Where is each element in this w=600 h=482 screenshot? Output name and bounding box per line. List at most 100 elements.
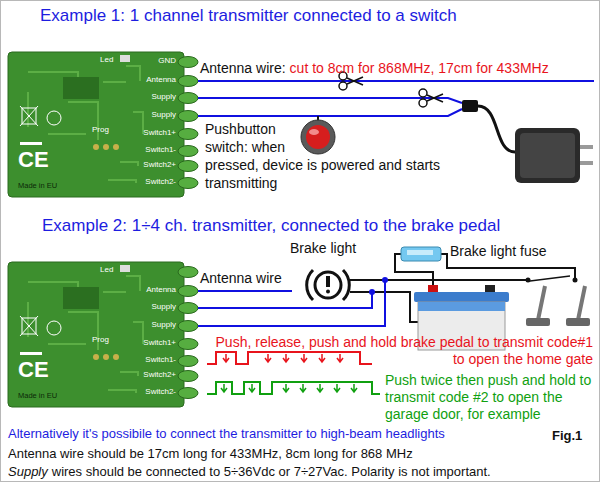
junction-dot	[369, 289, 375, 295]
antenna-wire	[198, 80, 594, 82]
pin-label: Supply	[152, 303, 176, 311]
pin-label: Switch2-	[145, 178, 176, 186]
press-arrows	[317, 384, 323, 392]
brake-light-symbol	[307, 270, 350, 300]
pin-label: Switch2-	[145, 388, 176, 396]
pcb-board	[63, 287, 99, 309]
press-arrows	[283, 354, 289, 362]
pcb-board	[8, 52, 198, 197]
minus-terminal	[485, 285, 495, 292]
pcb-board	[120, 372, 138, 376]
pcb-board	[20, 142, 42, 145]
pcb-board	[178, 388, 198, 399]
pcb-board	[178, 57, 198, 68]
component-label: Led	[100, 266, 113, 274]
press-arrows	[334, 384, 340, 392]
note-term: Supply	[8, 464, 48, 480]
switch-button	[306, 125, 330, 149]
part-label: Brake light fuse	[450, 243, 547, 260]
component-label: Prog	[92, 126, 109, 134]
pcb-board	[113, 144, 119, 150]
pedal-pad	[566, 318, 590, 326]
figure-caption: Fig.1	[552, 428, 582, 444]
supply-wire	[198, 280, 385, 326]
exclamation-dot	[326, 290, 330, 294]
pcb-board	[120, 55, 130, 62]
pcb-board	[178, 303, 198, 314]
switch-lever	[530, 276, 570, 281]
part-label: Brake light	[290, 240, 356, 257]
antenna-wire	[198, 290, 292, 292]
pin-label: Supply	[152, 111, 176, 119]
pcb-board	[178, 146, 198, 157]
plus-terminal	[428, 285, 438, 292]
wire-label: Antenna wire	[200, 270, 282, 287]
pcb-board	[133, 112, 143, 134]
pcb-board	[8, 262, 184, 407]
prong	[580, 161, 593, 165]
pcb-board	[27, 302, 29, 337]
press-arrows	[351, 384, 357, 392]
battery-lid	[414, 292, 509, 302]
fuse	[401, 247, 441, 261]
scissors-handle	[419, 99, 427, 107]
pin-label: Antenna	[146, 76, 176, 84]
pcb-board	[113, 354, 119, 360]
ce-mark: CE	[18, 149, 49, 171]
prong	[580, 145, 593, 149]
signal-waveform	[207, 382, 380, 394]
pin-label: GND	[158, 57, 176, 65]
pin-label: Switch2+	[143, 371, 176, 379]
scissors-handle	[339, 82, 347, 90]
switch-ring	[301, 120, 335, 154]
pcb-board	[178, 161, 198, 172]
pcb-board	[133, 322, 143, 344]
pcb-board	[93, 354, 99, 360]
press-arrows	[265, 354, 271, 362]
wires	[198, 81, 594, 116]
pin-label: Supply	[152, 93, 176, 101]
press-arrows	[221, 354, 357, 392]
lamp-ring	[315, 272, 341, 298]
scissors-handle	[419, 89, 427, 97]
contact	[526, 278, 531, 283]
pedal-pad	[526, 318, 550, 326]
pcb-board	[178, 178, 198, 189]
wires	[198, 280, 385, 326]
pedal-wire	[350, 279, 528, 281]
brake-pedals	[526, 276, 591, 326]
pcb-board	[108, 390, 136, 393]
lamp-arcs	[307, 270, 350, 300]
pin-label: Supply	[152, 321, 176, 329]
component-label: Prog	[92, 336, 109, 344]
pcb-board	[48, 133, 86, 135]
pcb-board	[47, 111, 61, 125]
pcb-board	[20, 316, 38, 336]
scissors	[419, 89, 443, 107]
pcb-board	[103, 354, 109, 360]
press-arrows	[301, 354, 307, 362]
pedal-arm	[538, 286, 585, 320]
pcb-board	[20, 352, 42, 355]
pcb-board	[48, 343, 86, 345]
pcb-board	[93, 144, 99, 150]
adapter-body	[515, 128, 580, 183]
switch-note: Pushbutton switch: when pressed, device …	[205, 120, 485, 192]
pin-label: Antenna	[146, 286, 176, 294]
pcb-board	[20, 106, 38, 126]
origin-mark: Made in EU	[18, 182, 57, 190]
pcb-board	[178, 356, 198, 367]
pcb-board	[178, 267, 198, 278]
note: Antenna wire should be 17cm long for 433…	[8, 446, 413, 462]
transmitter-board: LedAntennaSupplySupplySwitch1+Switch1-Sw…	[8, 262, 198, 407]
junction-dot	[382, 277, 388, 283]
power-adapter	[462, 100, 593, 183]
signal-waveform	[207, 352, 372, 364]
supply-wire	[198, 109, 462, 116]
pcb-board	[178, 76, 198, 87]
sequence-note: Push twice then push and hold to transmi…	[385, 372, 595, 423]
scissors-blade	[427, 94, 443, 102]
pcb-board	[8, 262, 198, 407]
battery-band	[418, 302, 505, 311]
